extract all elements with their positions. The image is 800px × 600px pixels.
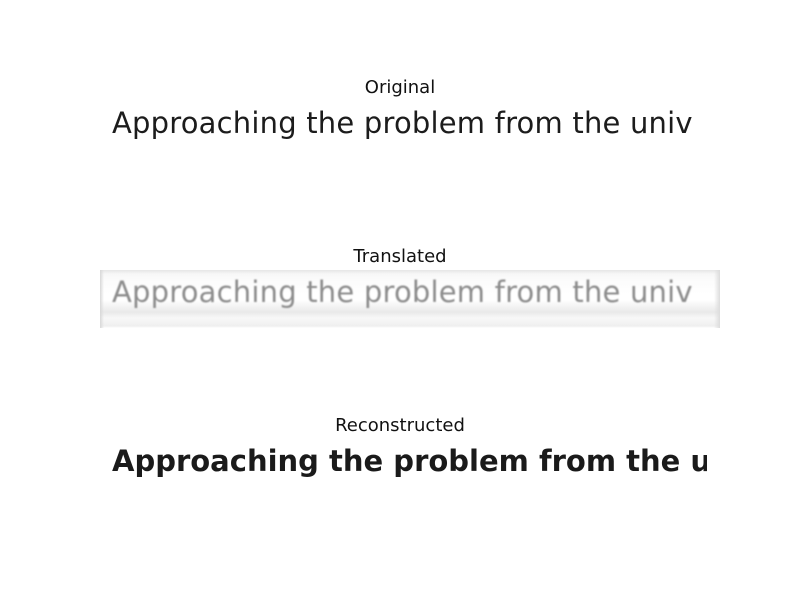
translated-text-line: Approaching the problem from the univ [112, 275, 693, 309]
reconstructed-text-line: Approaching the problem from the univ [112, 444, 707, 478]
panel-title-reconstructed: Reconstructed [335, 415, 465, 436]
original-text-image: Approaching the problem from the univ [100, 101, 720, 159]
reconstructed-text-image: Approaching the problem from the univ [100, 439, 720, 497]
original-text-line: Approaching the problem from the univ [112, 106, 693, 140]
panel-title-translated: Translated [353, 246, 447, 267]
translated-text-image: Approaching the problem from the univ [100, 270, 720, 328]
panel-title-original: Original [364, 77, 436, 98]
